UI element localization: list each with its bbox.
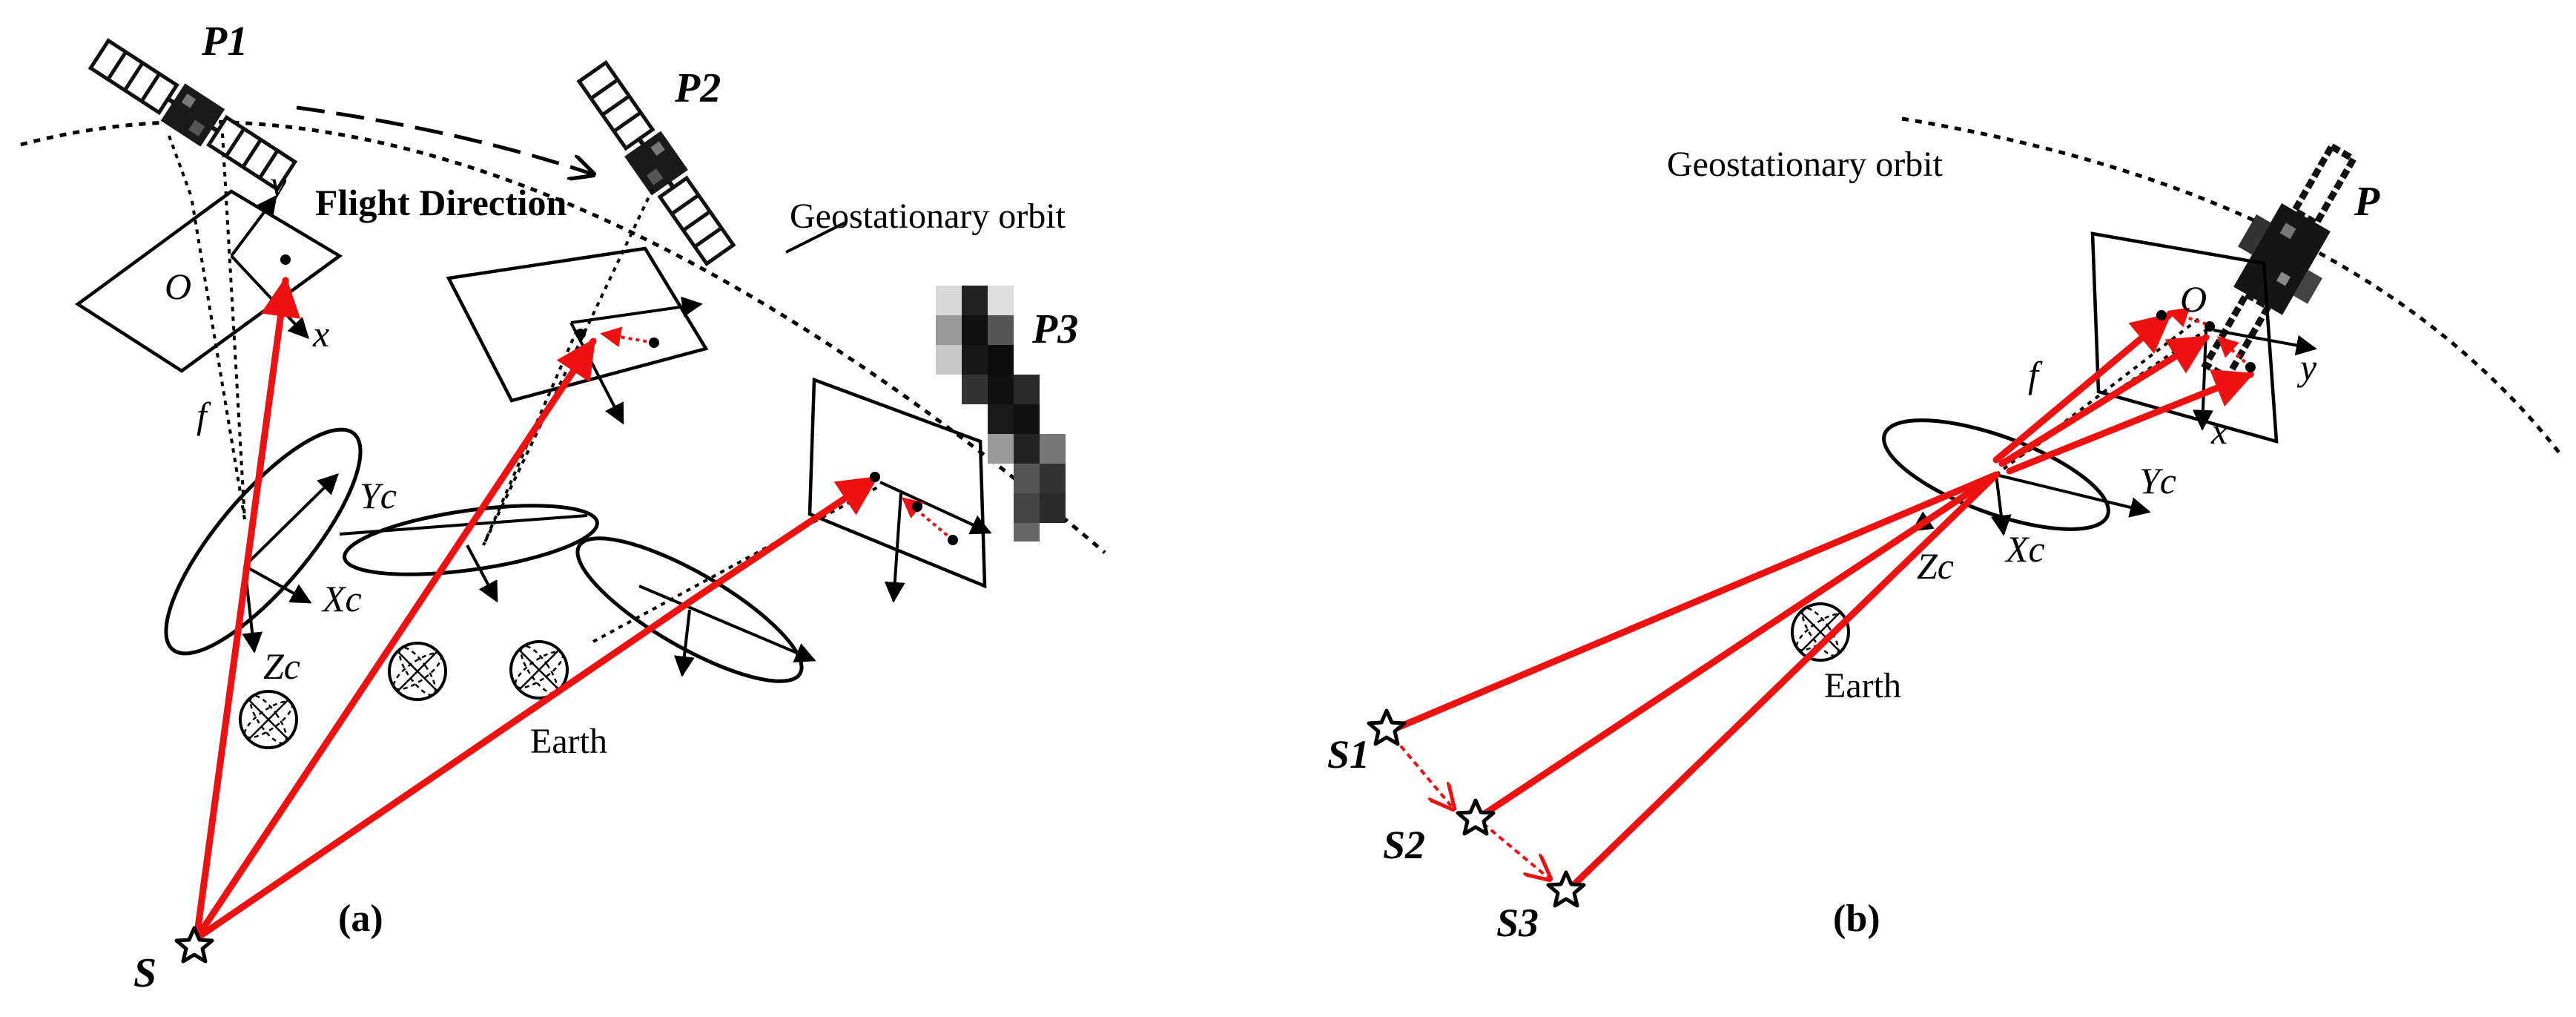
flight-direction-arrow [296,105,593,174]
earth-icon-2 [387,641,448,702]
label-x-b: x [2210,410,2227,452]
geostationary-orbit-b [1901,116,2563,458]
caption-a: (a) [338,898,383,940]
caption-b: (b) [1833,898,1880,940]
label-s2: S2 [1383,823,1425,867]
label-f-b: f [2028,354,2043,395]
image-plane-3 [808,377,987,589]
earth-icon-b [1790,602,1851,662]
satellite-p-icon [2201,142,2359,383]
label-orbit-b: Geostationary orbit [1667,145,1943,184]
label-o-a: O [165,266,191,307]
label-p2: P2 [674,65,721,111]
lens-1 [164,427,363,656]
label-xc-b: Xc [2004,528,2045,570]
panel-b: Geostationary orbit P O y x f Yc Xc Zc E… [1327,116,2563,945]
panel-a: P1 P2 P3 S O x y f Xc Yc Zc Flight Direc… [20,19,1106,996]
label-zc-b: Zc [1917,545,1954,587]
lens-2 [343,504,599,576]
label-xc-a: Xc [321,578,362,619]
image-plane-2 [446,246,709,403]
label-yc-a: Yc [360,475,397,516]
label-p3: P3 [1031,306,1078,352]
label-s: S [133,950,156,996]
geostationary-orbit-a [20,119,1106,554]
earth-icon-1 [238,689,299,750]
label-s3: S3 [1496,901,1539,945]
label-earth-a: Earth [530,722,607,761]
label-earth-b: Earth [1824,666,1901,705]
satellite-p1-icon [87,36,298,194]
label-orbit-a: Geostationary orbit [790,197,1066,236]
label-y-a: y [266,163,287,205]
image-plane-1 [75,189,343,373]
lens-3 [575,536,804,683]
orbit-leader-a [785,221,846,254]
label-y-b: y [2296,346,2317,388]
star-s2-icon [1458,800,1493,834]
label-o-b: O [2180,278,2207,320]
label-f-a: f [196,395,211,436]
satellite-p3-icon [936,286,1066,542]
label-flight-direction: Flight Direction [315,182,567,223]
label-x-a: x [312,313,329,355]
lens-b [1882,418,2110,531]
label-s1: S1 [1327,732,1370,777]
label-p: P [2354,179,2380,225]
star-s1-icon [1369,711,1404,744]
label-zc-a: Zc [263,645,300,687]
label-p1: P1 [201,19,248,65]
label-yc-b: Yc [2139,460,2176,501]
image-plane-b [2090,231,2279,444]
